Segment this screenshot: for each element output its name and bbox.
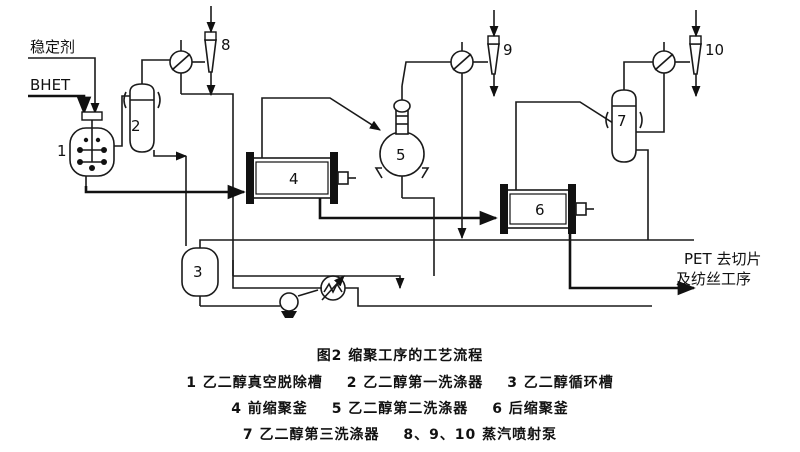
heat-exchanger	[320, 275, 652, 307]
label-4: 4	[289, 170, 299, 188]
label-2: 2	[131, 117, 141, 135]
legend-line-1: 1 乙二醇真空脱除槽 2 乙二醇第一洗涤器 3 乙二醇循环槽	[0, 372, 800, 392]
legend-item: 5 乙二醇第二洗涤器	[331, 401, 469, 417]
process-flow-diagram: 稳定剂 BHET 1 2 8	[28, 6, 761, 318]
circulation-pump	[279, 289, 319, 318]
label-8: 8	[221, 36, 231, 54]
post-polycondensation-reactor-6	[500, 101, 625, 234]
bhet-label: BHET	[30, 76, 71, 94]
label-6: 6	[535, 201, 545, 219]
stabilizer-label: 稳定剂	[30, 38, 75, 56]
label-7: 7	[617, 112, 627, 130]
legend-item: 6 后缩聚釜	[492, 401, 569, 417]
label-5: 5	[396, 146, 406, 164]
steam-jet-ejector-10	[623, 10, 702, 98]
bhet-feed-line	[28, 94, 92, 115]
legend-item: 3 乙二醇循环槽	[507, 375, 614, 391]
legend-item: 7 乙二醇第三洗涤器	[242, 427, 380, 443]
eg-circulation-tank	[181, 247, 280, 307]
output-label-line1: PET 去切片	[684, 250, 761, 268]
label-1: 1	[57, 142, 67, 160]
legend-line-3: 7 乙二醇第三洗涤器 8、9、10 蒸汽喷射泵	[0, 424, 800, 444]
steam-jet-ejector-9	[401, 10, 500, 98]
legend-item: 1 乙二醇真空脱除槽	[186, 375, 323, 391]
legend-item: 2 乙二醇第一洗涤器	[346, 375, 484, 391]
figure-caption: 图2 缩聚工序的工艺流程	[316, 348, 484, 364]
steam-jet-ejector-8	[141, 6, 217, 97]
legend-item: 8、9、10 蒸汽喷射泵	[403, 427, 558, 443]
output-label-line2: 及纺丝工序	[676, 270, 751, 288]
legend-item: 4 前缩聚釜	[231, 401, 308, 417]
eg-second-scrubber	[374, 86, 430, 198]
label-10: 10	[705, 41, 724, 59]
legend-line-2: 4 前缩聚釜 5 乙二醇第二洗涤器 6 后缩聚釜	[0, 398, 800, 418]
pre-polycondensation-reactor-4	[246, 97, 381, 204]
label-9: 9	[503, 41, 513, 59]
label-3: 3	[193, 263, 203, 281]
stabilizer-feed-line	[28, 57, 100, 115]
eg-vacuum-removal-tank	[69, 111, 115, 186]
eg-first-scrubber	[123, 70, 161, 153]
